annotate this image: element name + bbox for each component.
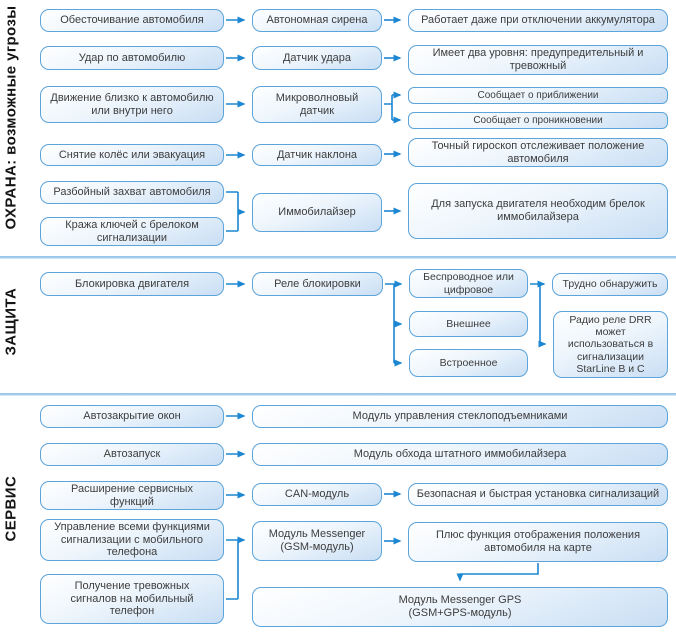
box-can-module: CAN-модуль [252,483,382,506]
box-block-relay: Реле блокировки [252,272,383,296]
box-can-note: Безопасная и быстрая установка сигнализа… [408,483,668,506]
box-approach-note: Сообщает о приближении [408,87,668,104]
box-key-theft: Кража ключей с брелоком сигнализации [40,217,224,246]
box-autostart: Автозапуск [40,443,224,466]
box-relay-wireless: Беспроводное или цифровое [409,269,528,298]
box-messenger-note: Плюс функция отображения положения автом… [408,522,668,562]
box-messenger-module: Модуль Messenger (GSM-модуль) [252,521,382,561]
box-relay-external: Внешнее [409,311,528,337]
box-immobilizer: Иммобилайзер [252,193,382,232]
box-hard-to-find: Трудно обнаружить [552,273,668,296]
box-bypass-module: Модуль обхода штатного иммобилайзера [252,443,668,466]
box-service-ext: Расширение сервисных функций [40,481,224,510]
box-microwave-sensor: Микроволновый датчик [252,86,382,123]
box-engine-block: Блокировка двигателя [40,272,224,296]
box-messenger-gps: Модуль Messenger GPS (GSM+GPS-модуль) [252,587,668,627]
box-motion: Движение близко к автомобилю или внутри … [40,86,224,123]
box-drr-note: Радио реле DRR может использоваться в си… [553,311,668,378]
box-intrusion-note: Сообщает о проникновении [408,112,668,129]
box-wheel-removal: Снятие колёс или эвакуация [40,144,224,166]
section-divider-2 [0,393,676,396]
box-siren: Автономная сирена [252,9,382,32]
box-auto-windows: Автозакрытие окон [40,405,224,428]
box-windows-module: Модуль управления стеклоподъемниками [252,405,668,428]
box-immobilizer-note: Для запуска двигателя необходим брелок и… [408,183,668,239]
box-phone-control: Управление всеми функциями сигнализации … [40,519,224,561]
box-relay-builtin: Встроенное [409,349,528,377]
box-siren-note: Работает даже при отключении аккумулятор… [408,9,668,32]
box-power-cut: Обесточивание автомобиля [40,9,224,32]
box-tilt-note: Точный гироскоп отслеживает положение ав… [408,138,668,167]
box-shock-note: Имеет два уровня: предупредительный и тр… [408,45,668,75]
section-divider-1 [0,256,676,259]
box-shock-sensor: Датчик удара [252,46,382,70]
box-phone-alerts: Получение тревожных сигналов на мобильны… [40,574,224,624]
box-impact: Удар по автомобилю [40,46,224,70]
box-tilt-sensor: Датчик наклона [252,144,382,166]
box-robbery: Разбойный захват автомобиля [40,181,224,204]
